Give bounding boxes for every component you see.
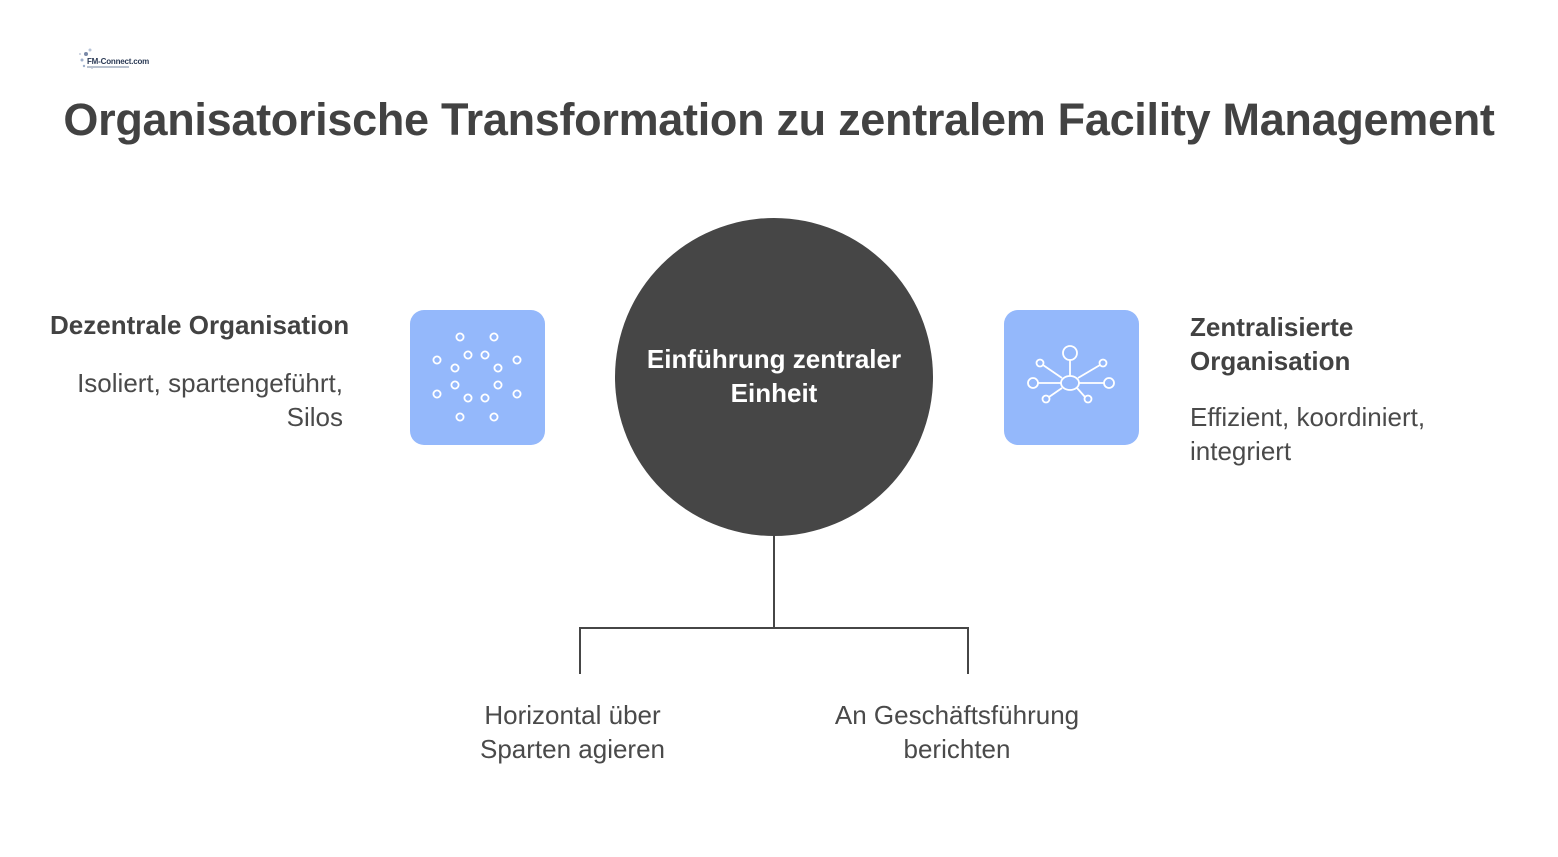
logo-text: FM-Connect.com bbox=[87, 57, 150, 66]
logo-tagline bbox=[87, 66, 129, 68]
left-description: Isoliert, spartengeführt, Silos bbox=[77, 368, 343, 432]
fm-connect-logo: FM-Connect.com bbox=[78, 46, 149, 76]
branch-label-right: An Geschäftsführung berichten bbox=[834, 700, 1080, 764]
center-label: Einführung zentraler Einheit bbox=[646, 344, 902, 408]
scattered-dots-icon bbox=[410, 310, 545, 445]
right-description: Effizient, koordiniert, integriert bbox=[1190, 402, 1426, 466]
right-heading: Zentralisierte Organisation bbox=[1190, 312, 1354, 376]
logo-mark-icon bbox=[79, 48, 93, 69]
left-heading: Dezentrale Organisation bbox=[50, 310, 350, 340]
center-circle bbox=[615, 218, 933, 536]
hub-network-icon bbox=[1004, 310, 1139, 445]
branch-label-left: Horizontal über Sparten agieren bbox=[479, 700, 666, 764]
page-title: Organisatorische Transformation zu zentr… bbox=[63, 94, 1495, 145]
